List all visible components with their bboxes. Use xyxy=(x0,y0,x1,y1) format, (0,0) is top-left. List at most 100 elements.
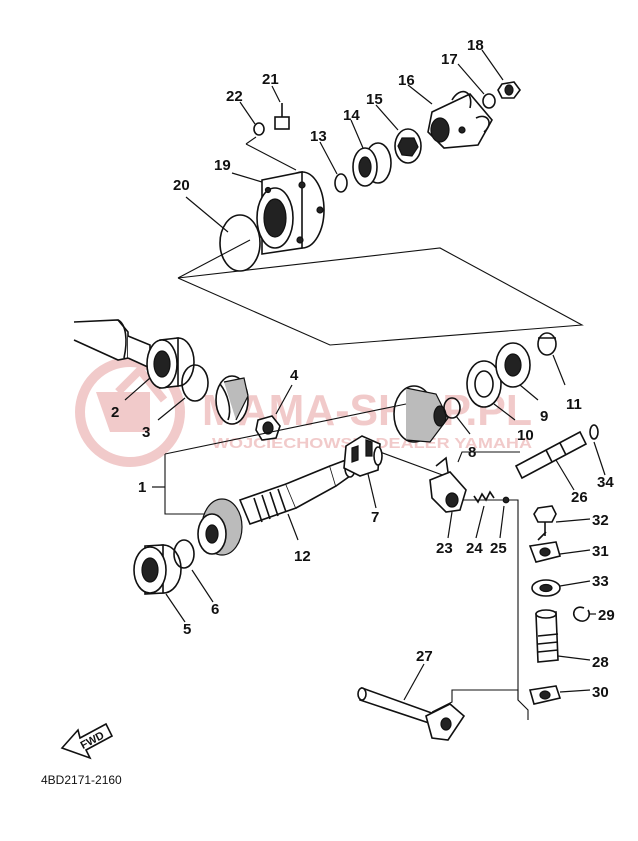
part-14-bearing xyxy=(352,142,392,187)
part-22-washer xyxy=(253,122,265,136)
part-10-bearing xyxy=(466,360,502,408)
leader-12 xyxy=(287,513,299,541)
watermark: MAMA-SHOP.PL WOJCIECHOWSKI DEALER YAMAHA xyxy=(75,357,532,467)
leader-20 xyxy=(185,196,229,233)
leader-25 xyxy=(499,505,505,539)
callout-31: 31 xyxy=(592,543,609,560)
callout-4: 4 xyxy=(290,367,299,384)
callout-33: 33 xyxy=(592,573,609,590)
part-7-dog-clutch xyxy=(343,435,383,477)
callout-19: 19 xyxy=(214,157,231,174)
dash-21-22 xyxy=(245,136,297,171)
leader-24 xyxy=(475,505,485,539)
leader-15 xyxy=(375,104,399,131)
callout-11: 11 xyxy=(566,396,582,413)
fwd-label: FWD xyxy=(79,730,107,752)
leader-18 xyxy=(481,49,504,81)
part-5-bearing xyxy=(133,544,182,595)
part-6-shim xyxy=(173,539,195,569)
leader-28 xyxy=(557,655,591,661)
leader-19 xyxy=(231,172,263,183)
part-24-spring xyxy=(473,490,495,504)
callout-1: 1 xyxy=(138,479,146,496)
part-15-seal xyxy=(394,128,422,164)
part-21-bolt xyxy=(274,103,290,130)
part-11-ringnut xyxy=(537,332,557,356)
drive-shaft xyxy=(73,319,151,370)
leader-27 xyxy=(403,663,425,701)
leader-16 xyxy=(407,84,433,105)
callout-24: 24 xyxy=(466,540,483,557)
callout-15: 15 xyxy=(366,91,383,108)
leader-9 xyxy=(519,384,539,401)
leader-10 xyxy=(493,403,516,421)
callout-3: 3 xyxy=(142,424,150,441)
callout-7: 7 xyxy=(371,509,379,526)
part-26-shift-rod xyxy=(514,430,588,480)
dash-shaft-20 xyxy=(177,239,251,279)
callout-27: 27 xyxy=(416,648,433,665)
dash-1-group xyxy=(164,403,407,515)
part-3-circlip xyxy=(181,364,209,402)
callout-10: 10 xyxy=(517,427,534,444)
leader-5 xyxy=(165,593,186,623)
fwd-arrow-icon: FWD xyxy=(60,722,114,760)
leader-11 xyxy=(552,354,566,386)
leader-31 xyxy=(559,549,591,555)
callout-12: 12 xyxy=(294,548,311,565)
leader-14 xyxy=(350,119,364,149)
callout-5: 5 xyxy=(183,621,191,638)
leader-3 xyxy=(157,397,186,421)
leader-26 xyxy=(555,459,575,491)
pinion-gear xyxy=(197,498,243,556)
part-9-seal xyxy=(495,342,531,388)
callout-29: 29 xyxy=(598,607,615,624)
leader-4 xyxy=(275,384,293,415)
callout-14: 14 xyxy=(343,107,360,124)
part-33-washer xyxy=(531,579,561,597)
part-25-ball xyxy=(502,496,510,504)
callout-2: 2 xyxy=(111,404,119,421)
callout-6: 6 xyxy=(211,601,219,618)
callout-22: 22 xyxy=(226,88,243,105)
drawing-code: 4BD2171-2160 xyxy=(41,773,122,787)
callout-16: 16 xyxy=(398,72,415,89)
leader-2 xyxy=(124,377,151,401)
callout-13: 13 xyxy=(310,128,327,145)
leader-34 xyxy=(593,441,606,476)
callout-21: 21 xyxy=(262,71,279,88)
callout-32: 32 xyxy=(592,512,609,529)
callouts: 1 2 3 4 5 6 7 8 9 10 11 12 13 14 15 16 1… xyxy=(111,37,615,701)
part-17-washer xyxy=(482,93,496,109)
part-27-shift-rod xyxy=(357,686,466,741)
part-8-gear xyxy=(393,385,449,443)
callout-18: 18 xyxy=(467,37,484,54)
part-13-circlip xyxy=(334,173,348,193)
callout-28: 28 xyxy=(592,654,609,671)
callout-23: 23 xyxy=(436,540,453,557)
part-2-bearing xyxy=(146,337,195,389)
leader-17 xyxy=(457,63,485,95)
part-20-gasket xyxy=(219,214,261,272)
part-23-shift-cam xyxy=(429,456,467,513)
leader-23 xyxy=(447,511,453,539)
callout-25: 25 xyxy=(490,540,507,557)
leader-32 xyxy=(555,518,591,523)
part-29-circlip xyxy=(572,606,591,622)
leader-21 xyxy=(271,85,281,103)
dash-27-30 xyxy=(431,689,519,713)
part-12-shaft xyxy=(238,458,356,526)
callout-26: 26 xyxy=(571,489,588,506)
leader-8 xyxy=(455,415,471,435)
leader-30 xyxy=(559,689,591,693)
callout-30: 30 xyxy=(592,684,609,701)
callout-8: 8 xyxy=(468,444,476,461)
leader-13 xyxy=(319,141,338,175)
upper-group-boundary xyxy=(177,247,584,346)
part-16-yoke xyxy=(427,90,493,149)
leader-6 xyxy=(191,569,214,603)
callout-20: 20 xyxy=(173,177,190,194)
part-30-link xyxy=(528,685,562,705)
part-19-housing xyxy=(256,171,325,255)
